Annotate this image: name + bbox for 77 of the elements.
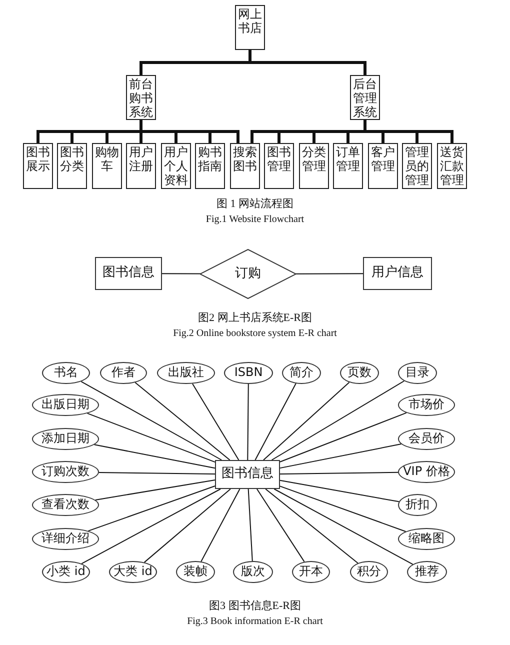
module-box: 购书指南 [195,143,225,189]
connector-line [248,488,253,562]
module-box: 前台购书系统 [126,75,156,120]
entity-box: 图书信息 [95,257,162,290]
attribute-ellipse: 版次 [233,561,273,583]
connector-line [94,444,216,469]
attribute-ellipse: 小类 id [42,561,90,583]
attribute-ellipse: 出版社 [157,362,215,384]
attribute-ellipse: VIP 价格 [398,461,455,483]
attribute-ellipse: 目录 [398,362,437,384]
attribute-ellipse: 缩略图 [398,528,455,550]
module-box: 图书分类 [57,143,87,189]
attribute-ellipse: 大类 id [109,561,157,583]
module-box: 管理员的管理 [402,143,432,189]
attribute-ellipse: 推荐 [407,561,447,583]
connector-line [274,488,414,565]
figure-caption: Fig.3 Book information E-R chart [186,616,324,628]
connector-line [88,486,216,532]
attribute-ellipse: 查看次数 [32,494,99,516]
figure-caption: Fig.2 Online bookstore system E-R chart [172,328,338,340]
entity-box: 用户信息 [363,257,432,290]
module-box: 图书管理 [264,143,294,189]
connector-line [263,382,350,460]
module-box: 客户管理 [368,143,398,189]
connector-line [94,479,216,500]
connector-line [81,488,221,564]
module-box: 订单管理 [333,143,363,189]
attribute-ellipse: 详细介绍 [32,528,99,550]
module-box: 送货汇款管理 [437,143,467,189]
module-box: 搜索图书 [230,143,260,189]
connector-line [80,381,222,460]
connector-line [265,488,358,564]
connector-line [256,488,305,562]
module-box: 购物车 [92,143,122,189]
connector-line [280,444,402,469]
connector-line [192,383,240,460]
module-box: 用户注册 [126,143,156,189]
connector-line [254,383,296,460]
module-box: 用户个人资料 [161,143,191,189]
attribute-ellipse: 市场价 [398,394,455,416]
connector-line [271,380,405,460]
figure-caption: Fig.1 Website Flowchart [204,214,306,226]
attribute-ellipse: 会员价 [398,428,455,450]
connector-line [248,50,366,75]
attribute-ellipse: 书名 [42,362,90,384]
attribute-ellipse: 装帧 [176,561,215,583]
module-box: 网上书店 [235,5,265,50]
attribute-ellipse: 作者 [100,362,147,384]
connector-line [280,412,407,462]
entity-box: 图书信息 [215,460,280,489]
attribute-ellipse: 出版日期 [32,394,99,416]
attribute-ellipse: 页数 [340,362,379,384]
connector-line [134,382,230,460]
connector-line [280,472,399,475]
attribute-ellipse: 简介 [282,362,321,384]
attribute-ellipse: 开本 [292,561,330,583]
attribute-ellipse: 折扣 [398,494,437,516]
connector-line [247,384,249,460]
attribute-ellipse: 订购次数 [32,461,99,483]
connector-line [98,472,216,475]
connector-line [144,488,231,563]
module-box: 图书展示 [23,143,53,189]
connector-line [200,488,240,562]
relationship-label: 订购 [235,266,261,282]
attribute-ellipse: 添加日期 [32,428,99,450]
attribute-ellipse: ISBN [224,362,273,384]
attribute-ellipse: 积分 [350,561,388,583]
figure-caption: 图 1 网站流程图 [216,198,294,212]
module-box: 后台管理系统 [350,75,380,120]
figure-caption: 图3 图书信息E-R图 [208,600,302,614]
figure-caption: 图2 网上书店系统E-R图 [197,312,313,326]
connector-line [86,412,216,463]
connector-line [280,480,400,502]
module-box: 分类管理 [299,143,329,189]
connector-line [162,273,201,274]
connector-line [295,273,364,274]
connector-line [280,486,406,532]
